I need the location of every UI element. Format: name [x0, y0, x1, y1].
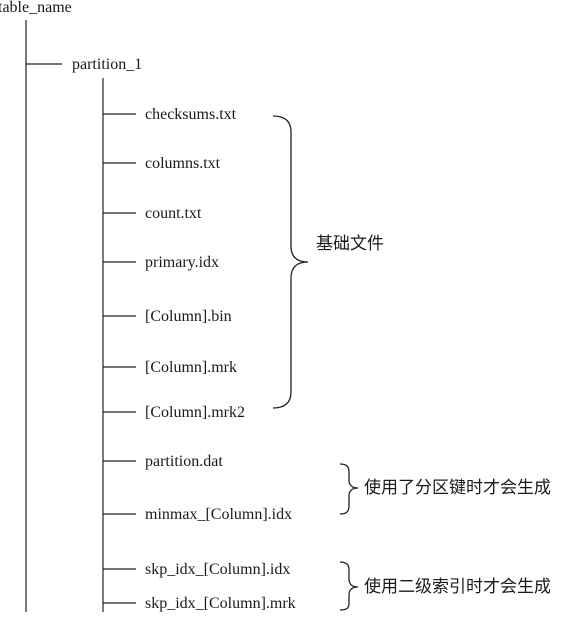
- file-checksums: checksums.txt: [145, 106, 237, 123]
- partition-label: partition_1: [72, 56, 142, 73]
- file-skp-mrk: skp_idx_[Column].mrk: [145, 595, 296, 612]
- root-label: table_name: [0, 0, 72, 16]
- file-column-mrk: [Column].mrk: [145, 359, 237, 376]
- group-label-basic: 基础文件: [316, 234, 384, 253]
- brace-basic-files: [272, 115, 309, 409]
- brace-partition-key: [339, 463, 359, 515]
- file-skp-idx: skp_idx_[Column].idx: [145, 561, 290, 578]
- group-label-secondary-index: 使用二级索引时才会生成: [364, 576, 551, 596]
- file-partition-dat: partition.dat: [145, 453, 223, 470]
- file-columns: columns.txt: [145, 155, 221, 172]
- file-primary: primary.idx: [145, 254, 219, 271]
- file-column-mrk2: [Column].mrk2: [145, 404, 245, 421]
- file-column-bin: [Column].bin: [145, 308, 232, 325]
- file-minmax-idx: minmax_[Column].idx: [145, 506, 292, 523]
- brace-secondary-index: [339, 561, 359, 611]
- group-label-partition-key: 使用了分区键时才会生成: [364, 477, 551, 497]
- file-count: count.txt: [145, 205, 202, 222]
